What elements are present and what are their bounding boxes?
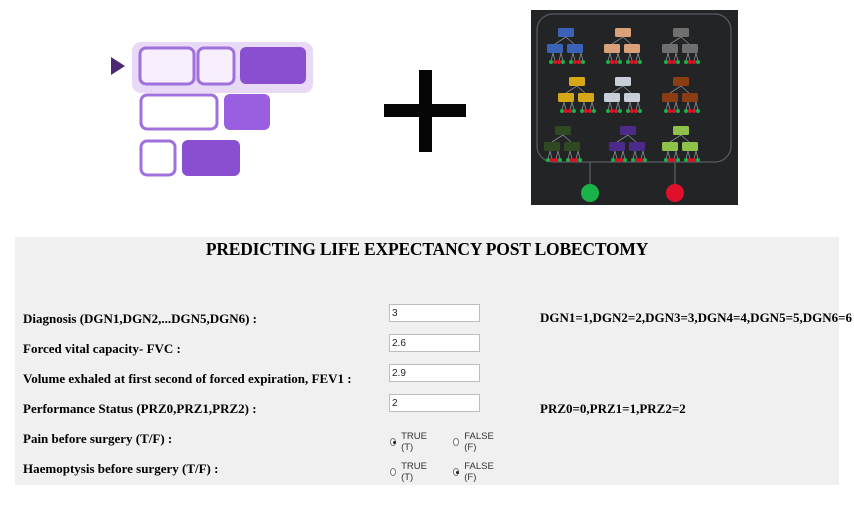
performance-status-label: Performance Status (PRZ0,PRZ1,PRZ2) : [23, 401, 257, 416]
haemoptysis-false-label: FALSE (F) [464, 461, 494, 483]
performance-status-input[interactable] [389, 394, 480, 412]
radio-selected-icon [453, 468, 460, 476]
fev1-input[interactable] [389, 364, 480, 382]
pain-true-label: TRUE (T) [401, 431, 427, 453]
fvc-label: Forced vital capacity- FVC : [23, 341, 181, 356]
radio-unselected-icon [453, 438, 460, 446]
diagnosis-hint: DGN1=1,DGN2=2,DGN3=3,DGN4=4,DGN5=5,DGN6=… [540, 310, 853, 325]
plus-icon [384, 70, 466, 152]
random-forest-icon [531, 10, 738, 205]
haemoptysis-false-radio[interactable]: FALSE (F) [453, 461, 496, 483]
diagnosis-input[interactable] [389, 304, 480, 322]
page-title: PREDICTING LIFE EXPECTANCY POST LOBECTOM… [205, 239, 649, 259]
haemoptysis-label: Haemoptysis before surgery (T/F) : [23, 461, 219, 476]
performance-status-hint: PRZ0=0,PRZ1=1,PRZ2=2 [540, 401, 686, 416]
diagnosis-label: Diagnosis (DGN1,DGN2,...DGN5,DGN6) : [23, 311, 257, 326]
fev1-label: Volume exhaled at first second of forced… [23, 371, 352, 386]
pain-true-radio[interactable]: TRUE (T) [390, 431, 429, 453]
fvc-input[interactable] [389, 334, 480, 352]
haemoptysis-true-label: TRUE (T) [401, 461, 427, 483]
haemoptysis-true-radio[interactable]: TRUE (T) [390, 461, 429, 483]
pain-false-radio[interactable]: FALSE (F) [453, 431, 496, 453]
radio-unselected-icon [390, 468, 397, 476]
stacked-blocks-logo-icon [111, 42, 313, 177]
pain-false-label: FALSE (F) [464, 431, 494, 453]
radio-selected-icon [390, 438, 397, 446]
pain-label: Pain before surgery (T/F) : [23, 431, 173, 446]
prediction-form: PREDICTING LIFE EXPECTANCY POST LOBECTOM… [15, 237, 852, 485]
